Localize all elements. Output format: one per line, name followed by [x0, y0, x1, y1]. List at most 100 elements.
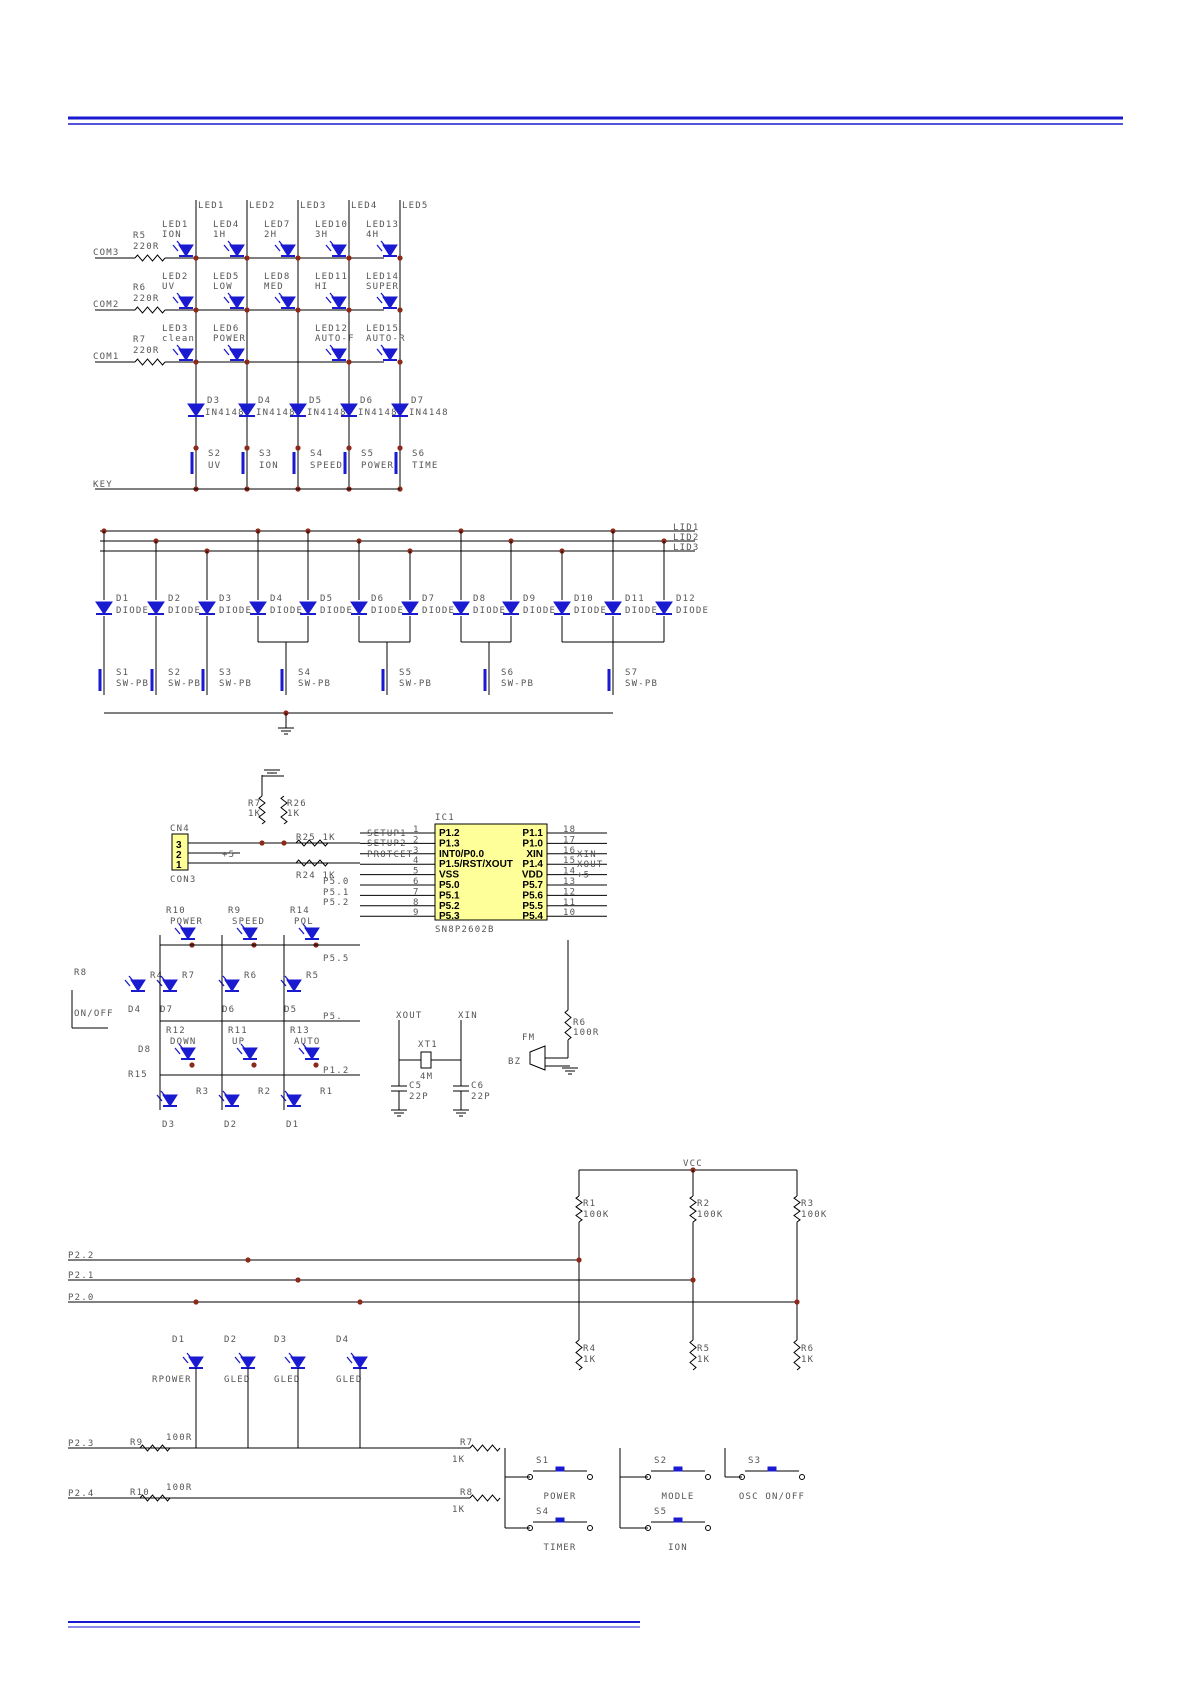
junction-dot [576, 1257, 582, 1263]
led-name: LOW [213, 282, 233, 292]
diode-ref: D3 [207, 396, 220, 406]
resistor-ref: R13 [290, 1026, 310, 1036]
led-name: AUTO [294, 1037, 320, 1047]
diode-ref: D7 [422, 594, 435, 604]
led-name: GLED [274, 1375, 300, 1385]
led-arrow [160, 1090, 167, 1098]
switch-name: POWER [361, 461, 394, 471]
resistor-symbol [280, 795, 288, 825]
led-arrow [223, 296, 230, 304]
resistor-symbol [139, 1494, 171, 1502]
crystal-ref: XT1 [418, 1040, 438, 1050]
resistor-ref: R6 [133, 283, 146, 293]
led-arrow [178, 1043, 185, 1051]
com-label: COM1 [93, 352, 119, 362]
led-ref: D8 [138, 1045, 151, 1055]
led-arrow [380, 240, 387, 248]
led-name: MED [264, 282, 284, 292]
resistor-value: 1K [287, 809, 300, 819]
capacitor-value: 22P [409, 1092, 429, 1102]
led-arrow [298, 1047, 305, 1055]
resistor-symbol [134, 358, 166, 366]
resistor-symbol [134, 254, 166, 262]
led-arrow [238, 1352, 245, 1360]
junction-dot [259, 840, 265, 846]
led-arrow [278, 292, 285, 300]
resistor-value: 100R [166, 1483, 192, 1493]
junction-dot [193, 445, 199, 451]
switch-ref: S3 [259, 449, 272, 459]
led-ref: LED14 [366, 272, 399, 282]
led-symbol [130, 979, 146, 992]
led-symbol [331, 296, 347, 309]
junction-dot [346, 445, 352, 451]
led-ref: D1 [172, 1335, 185, 1345]
led-symbol [178, 244, 194, 257]
led-ref: D2 [224, 1120, 237, 1130]
pin-number: 1 [413, 825, 420, 835]
key-label: KEY [93, 480, 113, 490]
led-symbol [304, 1047, 320, 1060]
led-symbol [162, 979, 178, 992]
pin-name: P5.1 [439, 890, 460, 901]
led-arrow [325, 244, 332, 252]
led-arrow [329, 292, 336, 300]
diode-symbol [452, 601, 470, 615]
diode-type: DIODE [574, 606, 607, 616]
pin-name: P5.5 [522, 901, 543, 912]
led-arrow [182, 1356, 189, 1364]
resistor-ref: R1 [583, 1199, 596, 1209]
resistor-label: R24 1K [296, 871, 336, 881]
led-arrow [329, 344, 336, 352]
led-arrow [284, 1090, 291, 1098]
diode-ref: D5 [309, 396, 322, 406]
led-arrow [176, 344, 183, 352]
resistor-symbol [575, 1339, 583, 1371]
crystal-body [420, 1051, 432, 1069]
com-label: COM3 [93, 248, 119, 258]
led-arrow [380, 344, 387, 352]
resistor-value: 1K [248, 809, 261, 819]
led-name: AUTO-R [366, 334, 406, 344]
header-rule [68, 116, 1123, 125]
diode-ref: D8 [473, 594, 486, 604]
junction-dot [193, 359, 199, 365]
port-label: P2.3 [68, 1439, 94, 1449]
bus-label: LID2 [673, 533, 699, 543]
resistor-ref: R7 [248, 799, 261, 809]
led-arrow [240, 923, 247, 931]
resistor-ref: R15 [128, 1070, 148, 1080]
switch-ref: S5 [361, 449, 374, 459]
led-name: 1H [213, 230, 226, 240]
junction-dot [295, 1277, 301, 1283]
resistor-symbol [469, 1444, 501, 1452]
led-arrow [236, 927, 243, 935]
vcc-label: VCC [683, 1159, 703, 1169]
switch-type: SW-PB [298, 679, 331, 689]
capacitor-ref: C5 [409, 1081, 422, 1091]
junction-dot [244, 255, 250, 261]
switch-ref: S6 [412, 449, 425, 459]
net-label: P5.0 [323, 877, 349, 887]
led-arrow [222, 975, 229, 983]
diode-symbol [604, 601, 622, 615]
led-symbol [286, 979, 302, 992]
switch-type: SW-PB [168, 679, 201, 689]
led-symbol [178, 296, 194, 309]
led-arrow [160, 975, 167, 983]
led-arrow [380, 292, 387, 300]
switch-ref: S4 [310, 449, 323, 459]
resistor-symbol [134, 306, 166, 314]
switch-type: SW-PB [625, 679, 658, 689]
diode-ref: D4 [270, 594, 283, 604]
led-ref: D3 [274, 1335, 287, 1345]
diode-symbol [147, 601, 165, 615]
switch-ref: S3 [748, 1456, 761, 1466]
resistor-ref: R2 [258, 1087, 271, 1097]
junction-dot [794, 1299, 800, 1305]
resistor-ref: R6 [801, 1344, 814, 1354]
pin-name: XIN [526, 849, 543, 860]
led-name: UV [162, 282, 175, 292]
diode-symbol [198, 601, 216, 615]
